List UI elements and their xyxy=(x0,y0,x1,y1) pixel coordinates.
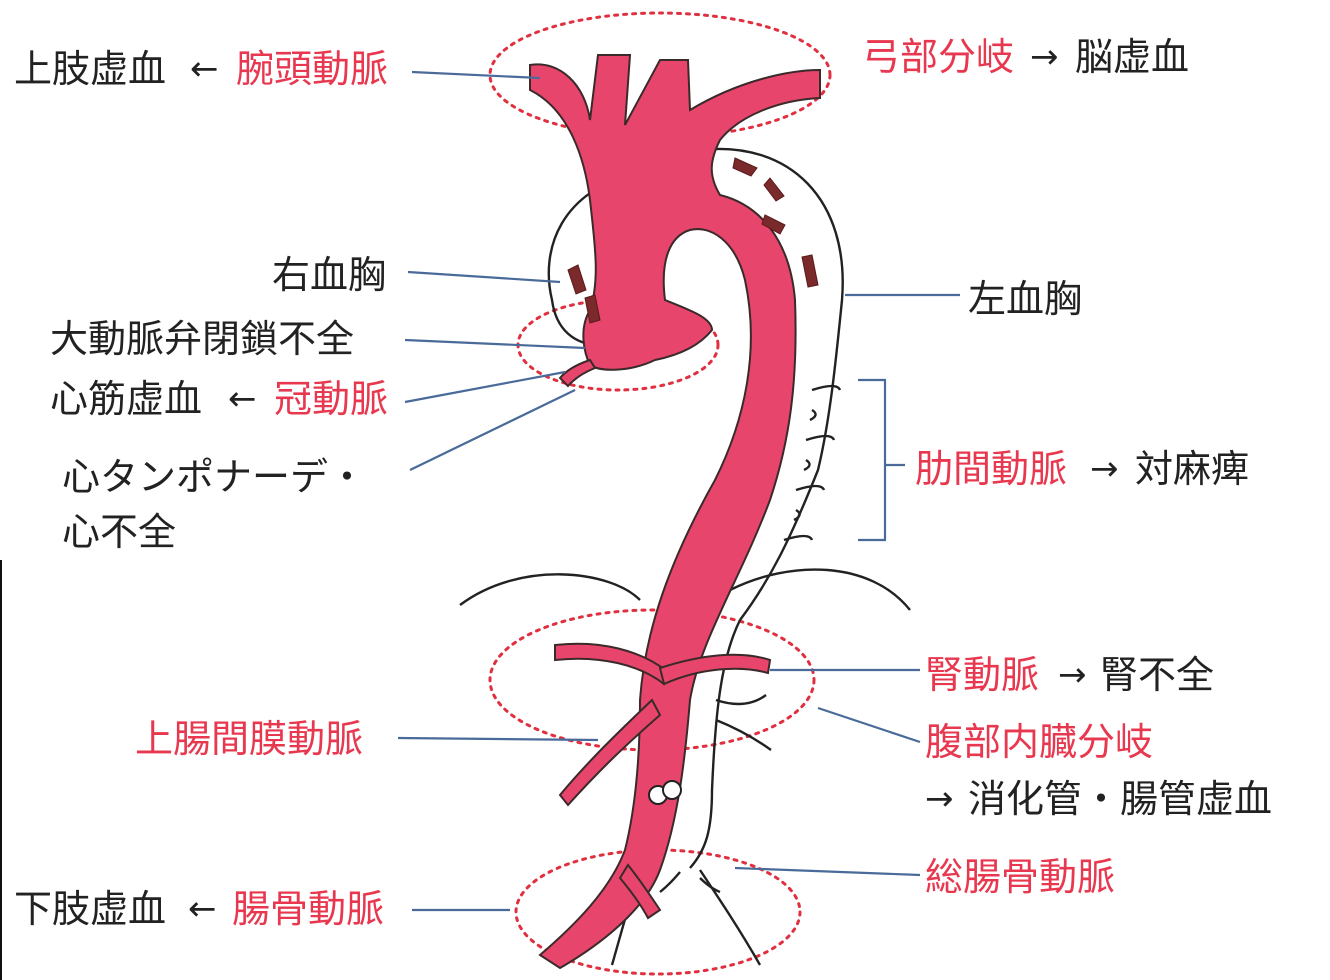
arrow-right-2: → xyxy=(1090,449,1119,489)
label-renal-artery: 腎動脈 xyxy=(925,653,1039,697)
label-tamponade-line1: 心タンポナーデ・ xyxy=(62,455,366,499)
label-myocardial-ischemia: 心筋虚血 xyxy=(50,377,202,421)
label-right-hemothorax: 右血胸 xyxy=(272,253,386,297)
label-paraplegia: 対麻痺 xyxy=(1135,447,1249,491)
label-intercostal-artery: 肋間動脈 xyxy=(915,447,1067,491)
arrow-right-3: → xyxy=(1058,655,1087,695)
arrow-left-3: ← xyxy=(188,889,217,929)
label-common-iliac: 総腸骨動脈 xyxy=(925,855,1115,899)
label-lower-limb-ischemia: 下肢虚血 xyxy=(14,887,166,931)
label-aortic-regurgitation: 大動脈弁閉鎖不全 xyxy=(50,317,354,361)
label-coronary-artery: 冠動脈 xyxy=(274,377,388,421)
label-upper-limb-ischemia: 上肢虚血 xyxy=(14,47,166,91)
label-left-hemothorax: 左血胸 xyxy=(968,277,1082,321)
arrow-right-4: → xyxy=(925,779,954,819)
label-arch-branch: 弓部分岐 xyxy=(862,35,1014,79)
label-renal-failure: 腎不全 xyxy=(1100,653,1214,697)
label-tamponade-line2: 心不全 xyxy=(62,510,176,554)
arrow-left-2: ← xyxy=(228,379,257,419)
label-iliac-artery: 腸骨動脈 xyxy=(232,887,384,931)
arrow-left-1: ← xyxy=(190,49,219,89)
label-sma: 上腸間膜動脈 xyxy=(135,717,363,761)
label-brachiocephalic-artery: 腕頭動脈 xyxy=(236,47,388,91)
arrow-right-1: → xyxy=(1030,37,1059,77)
label-visceral-branch: 腹部内臓分岐 xyxy=(925,720,1153,764)
label-gi-ischemia: 消化管・腸管虚血 xyxy=(968,777,1272,821)
label-cerebral-ischemia: 脳虚血 xyxy=(1075,35,1189,79)
